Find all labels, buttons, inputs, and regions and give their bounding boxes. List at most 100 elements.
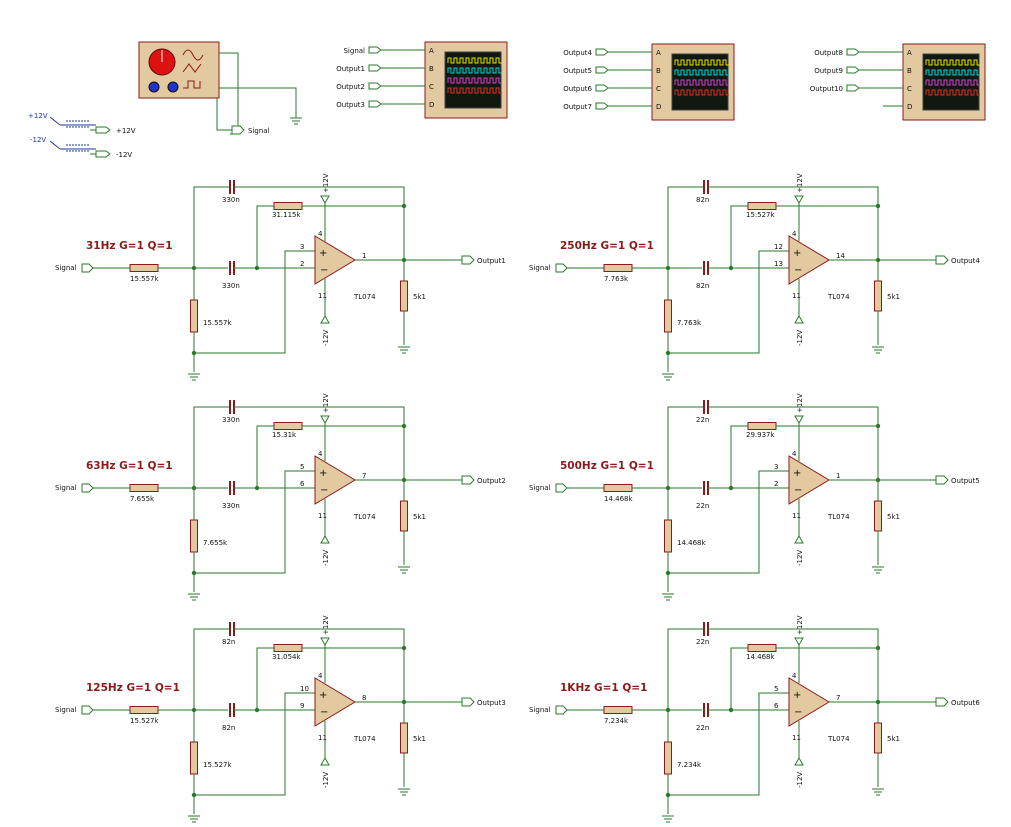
cap-top-value: 82n <box>696 196 709 204</box>
rgnd-value: 15.527k <box>203 761 232 769</box>
vneg-label: -12V <box>796 330 804 346</box>
load-value: 5k1 <box>413 735 426 743</box>
opamp-part: TL074 <box>827 293 850 301</box>
supply-neg: -12V -12V <box>30 136 132 159</box>
rgnd-value: 7.655k <box>203 539 228 547</box>
scope-input-label: Output7 <box>563 103 592 111</box>
svg-text:−: − <box>794 485 802 496</box>
scope-input-label: Signal <box>343 47 365 55</box>
pin-out: 1 <box>836 472 840 480</box>
scope-channel-c: C <box>429 83 434 91</box>
pin4: 4 <box>318 230 323 238</box>
rin-value: 14.468k <box>604 495 633 503</box>
filter-title: 125Hz G=1 Q=1 <box>86 682 180 694</box>
opamp-part: TL074 <box>353 735 376 743</box>
scope-channel-d: D <box>429 101 434 109</box>
rfb-value: 14.468k <box>746 653 775 661</box>
pin4: 4 <box>318 450 323 458</box>
filter-3: 125Hz G=1 Q=1Signal15.527k82n82n31.054k1… <box>55 615 506 823</box>
filter-title: 1KHz G=1 Q=1 <box>560 682 647 694</box>
rfb-value: 15.31k <box>272 431 297 439</box>
scope-input-label: Output2 <box>336 83 365 91</box>
cap-top-value: 330n <box>222 416 240 424</box>
filter-title: 31Hz G=1 Q=1 <box>86 240 173 252</box>
rin-value: 15.527k <box>130 717 159 725</box>
load-value: 5k1 <box>887 513 900 521</box>
scope-channel-b: B <box>907 67 912 75</box>
filter-title: 500Hz G=1 Q=1 <box>560 460 654 472</box>
vneg-label: -12V <box>322 550 330 566</box>
cap-mid-value: 330n <box>222 282 240 290</box>
opamp-part: TL074 <box>827 735 850 743</box>
svg-text:+: + <box>319 690 327 701</box>
svg-text:+12V: +12V <box>116 127 136 135</box>
pin-noninv: 5 <box>300 463 304 471</box>
pin4: 4 <box>792 230 797 238</box>
opamp-part: TL074 <box>827 513 850 521</box>
cap-mid-value: 22n <box>696 502 709 510</box>
scope-input-label: Output9 <box>814 67 843 75</box>
opamp-part: TL074 <box>353 293 376 301</box>
rfb-value: 31.054k <box>272 653 301 661</box>
pin-inv: 2 <box>300 260 304 268</box>
pin11: 11 <box>792 512 801 520</box>
filter-4: 250Hz G=1 Q=1Signal7.763k82n82n15.527k7.… <box>529 173 980 381</box>
scope-input-label: Output4 <box>563 49 592 57</box>
load-value: 5k1 <box>413 513 426 521</box>
filter-title: 63Hz G=1 Q=1 <box>86 460 173 472</box>
cap-mid-value: 82n <box>222 724 235 732</box>
filter-1: 31Hz G=1 Q=1Signal15.557k330n330n31.115k… <box>55 173 506 381</box>
svg-text:-12V: -12V <box>30 136 46 144</box>
cap-top-value: 22n <box>696 416 709 424</box>
vpos-label: +12V <box>322 173 330 193</box>
vneg-label: -12V <box>322 772 330 788</box>
svg-text:−: − <box>320 485 328 496</box>
load-value: 5k1 <box>887 735 900 743</box>
scope-input-label: Output6 <box>563 85 592 93</box>
rgnd-value: 15.557k <box>203 319 232 327</box>
svg-text:+: + <box>793 468 801 479</box>
filter-input-label: Signal <box>529 706 551 714</box>
scope-channel-b: B <box>656 67 661 75</box>
svg-text:+: + <box>793 690 801 701</box>
pin-inv: 13 <box>774 260 783 268</box>
scope-channel-a: A <box>656 49 661 57</box>
filter-input-label: Signal <box>55 706 77 714</box>
function-generator[interactable] <box>138 41 220 99</box>
rfb-value: 15.527k <box>746 211 775 219</box>
filter-6: 1KHz G=1 Q=1Signal7.234k22n22n14.468k7.2… <box>529 615 980 823</box>
vpos-label: +12V <box>796 393 804 413</box>
load-value: 5k1 <box>413 293 426 301</box>
vneg-label: -12V <box>796 550 804 566</box>
pin11: 11 <box>792 292 801 300</box>
output-label: Output6 <box>951 699 980 707</box>
pin11: 11 <box>318 292 327 300</box>
opamp-part: TL074 <box>353 513 376 521</box>
pin11: 11 <box>318 734 327 742</box>
scope-channel-c: C <box>656 85 661 93</box>
pin4: 4 <box>792 672 797 680</box>
scope-input-label: Output1 <box>336 65 365 73</box>
scope-channel-a: A <box>429 47 434 55</box>
scope-input-label: Output8 <box>814 49 843 57</box>
rin-value: 7.655k <box>130 495 155 503</box>
rfb-value: 31.115k <box>272 211 301 219</box>
scope-channel-b: B <box>429 65 434 73</box>
oscilloscopes: ASignalBOutput1COutput2DOutput3AOutput4B… <box>336 41 986 121</box>
vpos-label: +12V <box>796 173 804 193</box>
scope-channel-d: D <box>907 103 912 111</box>
vpos-label: +12V <box>322 393 330 413</box>
pin-out: 14 <box>836 252 845 260</box>
filter-input-label: Signal <box>55 264 77 272</box>
